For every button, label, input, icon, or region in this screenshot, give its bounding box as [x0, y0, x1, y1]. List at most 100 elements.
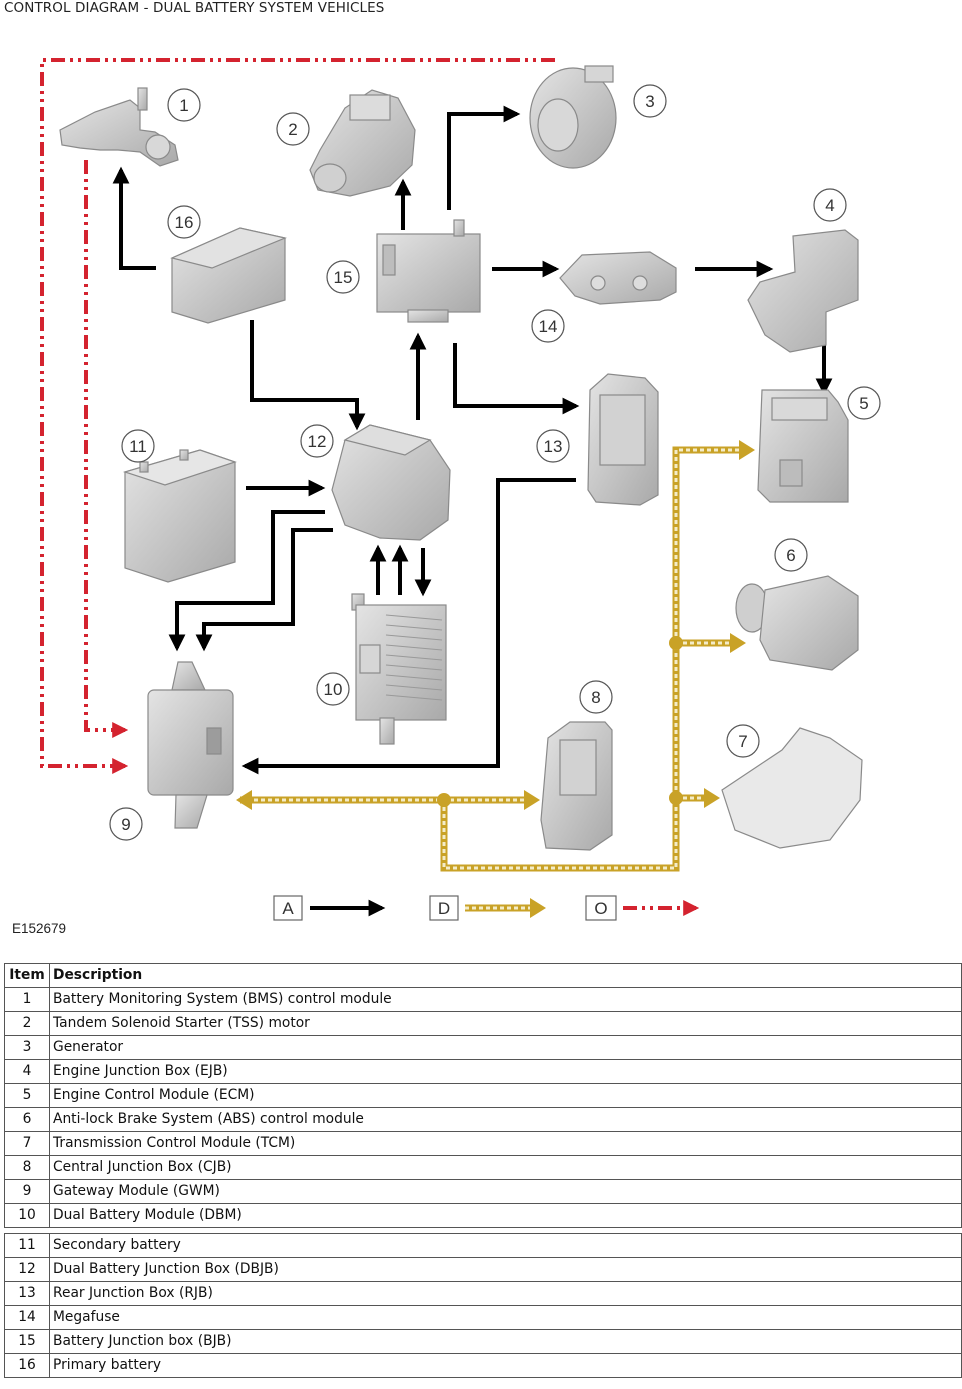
item-description: Dual Battery Junction Box (DBJB): [49, 1257, 962, 1282]
megafuse-icon: [559, 251, 677, 305]
svg-text:8: 8: [591, 688, 600, 707]
lin-line-inner: [84, 160, 129, 738]
cjb-icon: [540, 721, 613, 851]
item-description: Transmission Control Module (TCM): [49, 1131, 962, 1156]
callout-5: 5: [847, 386, 881, 420]
can-arrow-to-5: [739, 440, 755, 460]
svg-text:O: O: [594, 899, 607, 918]
svg-text:13: 13: [544, 437, 563, 456]
dbjb-icon: [331, 424, 451, 541]
callout-16: 16: [167, 205, 201, 239]
callout-4: 4: [813, 188, 847, 222]
can-junction-dot: [669, 791, 683, 805]
can-arrow-to-9: [236, 790, 252, 810]
dual-battery-module-icon: [351, 593, 447, 745]
svg-text:14: 14: [539, 317, 558, 336]
figure-id: E152679: [12, 921, 67, 936]
item-number: 1: [4, 987, 50, 1012]
legend: A D O: [273, 895, 700, 921]
item-description: Megafuse: [49, 1305, 962, 1330]
svg-text:4: 4: [825, 196, 834, 215]
svg-text:11: 11: [129, 437, 147, 456]
lin-line-outer: [40, 58, 555, 774]
callout-15: 15: [326, 260, 360, 294]
callout-10: 10: [316, 672, 350, 706]
item-description: Rear Junction Box (RJB): [49, 1281, 962, 1306]
item-number: 12: [4, 1257, 50, 1282]
item-number: 11: [4, 1233, 50, 1258]
can-junction-dot: [437, 793, 451, 807]
svg-text:6: 6: [786, 546, 795, 565]
item-description: Anti-lock Brake System (ABS) control mod…: [49, 1107, 962, 1132]
table-header-row: Item Description: [4, 963, 962, 988]
components: [59, 65, 863, 851]
hardwired-lines: [112, 105, 833, 775]
can-junction-dot: [669, 636, 683, 650]
callout-2: 2: [276, 112, 310, 146]
tcm-icon: [721, 727, 863, 849]
column-header-description: Description: [49, 963, 962, 988]
legend-item-hardwired: A: [273, 895, 386, 921]
svg-text:2: 2: [288, 120, 297, 139]
can-bus-lines: [236, 440, 755, 872]
legend-item-can-bus: D: [429, 895, 546, 921]
item-description: Central Junction Box (CJB): [49, 1155, 962, 1180]
callouts: 1 2 3 4 5 6 7 8 9 10 11 12 13 14 15 16: [109, 84, 881, 841]
column-header-item: Item: [4, 963, 50, 988]
engine-junction-box-icon: [747, 229, 859, 353]
control-diagram: 1 2 3 4 5 6 7 8 9 10 11 12 13 14 15 16 A…: [40, 58, 881, 921]
callout-9: 9: [109, 807, 143, 841]
item-number: 4: [4, 1059, 50, 1084]
abs-module-icon: [735, 575, 859, 671]
svg-text:1: 1: [179, 96, 188, 115]
svg-text:5: 5: [859, 394, 868, 413]
svg-text:9: 9: [121, 815, 130, 834]
lin-bus-lines: [40, 58, 555, 774]
svg-text:16: 16: [175, 213, 194, 232]
svg-text:12: 12: [308, 432, 327, 451]
item-number: 2: [4, 1011, 50, 1036]
item-number: 8: [4, 1155, 50, 1180]
callout-6: 6: [774, 538, 808, 572]
item-description: Secondary battery: [49, 1233, 962, 1258]
item-description: Tandem Solenoid Starter (TSS) motor: [49, 1011, 962, 1036]
gateway-module-icon: [147, 661, 234, 829]
item-number: 14: [4, 1305, 50, 1330]
item-description: Dual Battery Module (DBM): [49, 1203, 962, 1228]
rjb-icon: [587, 373, 659, 506]
svg-text:A: A: [282, 899, 294, 918]
svg-text:15: 15: [334, 268, 353, 287]
generator-icon: [529, 65, 617, 169]
item-number: 3: [4, 1035, 50, 1060]
callout-13: 13: [536, 429, 570, 463]
callout-8: 8: [579, 680, 613, 714]
item-description: Engine Control Module (ECM): [49, 1083, 962, 1108]
item-number: 6: [4, 1107, 50, 1132]
svg-text:7: 7: [738, 732, 747, 751]
legend-item-lin-bus: O: [585, 895, 700, 921]
item-description: Battery Junction box (BJB): [49, 1329, 962, 1354]
primary-battery-icon: [170, 227, 287, 324]
can-arrow-to-7: [704, 788, 720, 808]
callout-3: 3: [633, 84, 667, 118]
item-number: 10: [4, 1203, 50, 1228]
item-description: Generator: [49, 1035, 962, 1060]
svg-text:3: 3: [645, 92, 654, 111]
item-description: Battery Monitoring System (BMS) control …: [49, 987, 962, 1012]
item-number: 15: [4, 1329, 50, 1354]
bms-module-icon: [59, 87, 179, 167]
can-arrow-to-8: [524, 790, 540, 810]
